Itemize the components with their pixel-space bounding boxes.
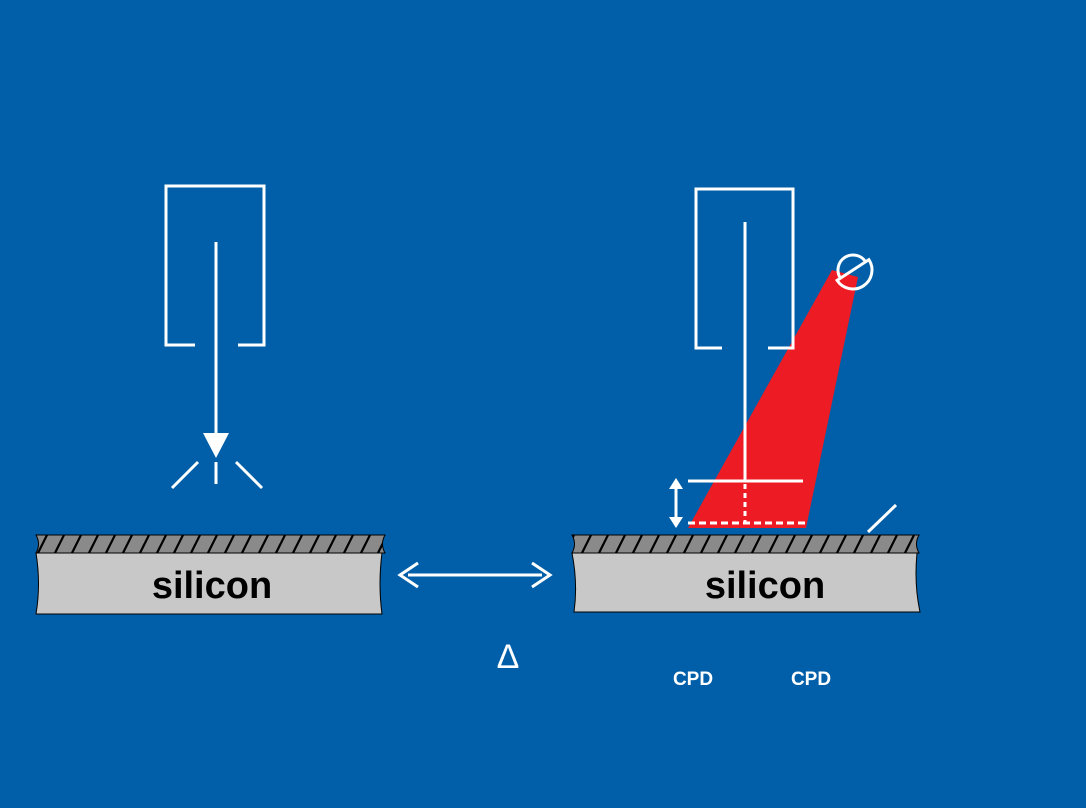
left-silicon-label: silicon	[152, 565, 272, 607]
vertical-double-arrow-icon	[669, 478, 683, 528]
probe-housing-icon	[164, 184, 266, 347]
cpd-label-2: CPD	[791, 669, 831, 690]
lamp-icon	[834, 253, 874, 291]
cpd-label-1: CPD	[673, 669, 713, 690]
probe-housing-icon	[694, 187, 795, 350]
right-probe	[688, 187, 803, 522]
left-probe	[164, 184, 266, 458]
right-sample: silicon	[571, 534, 921, 613]
arrow-head-icon	[203, 433, 229, 458]
right-silicon-substrate	[571, 552, 921, 613]
left-hatch-layer	[35, 534, 386, 554]
delta-symbol: Δ	[497, 638, 520, 676]
left-sample: silicon	[35, 534, 386, 615]
double-arrow-icon	[397, 561, 553, 589]
light-beam	[688, 270, 858, 528]
pointer-line	[866, 503, 898, 534]
right-hatch-layer	[571, 534, 920, 554]
right-silicon-label: silicon	[705, 565, 825, 607]
left-silicon-substrate	[35, 552, 383, 615]
emission-rays	[170, 460, 264, 490]
